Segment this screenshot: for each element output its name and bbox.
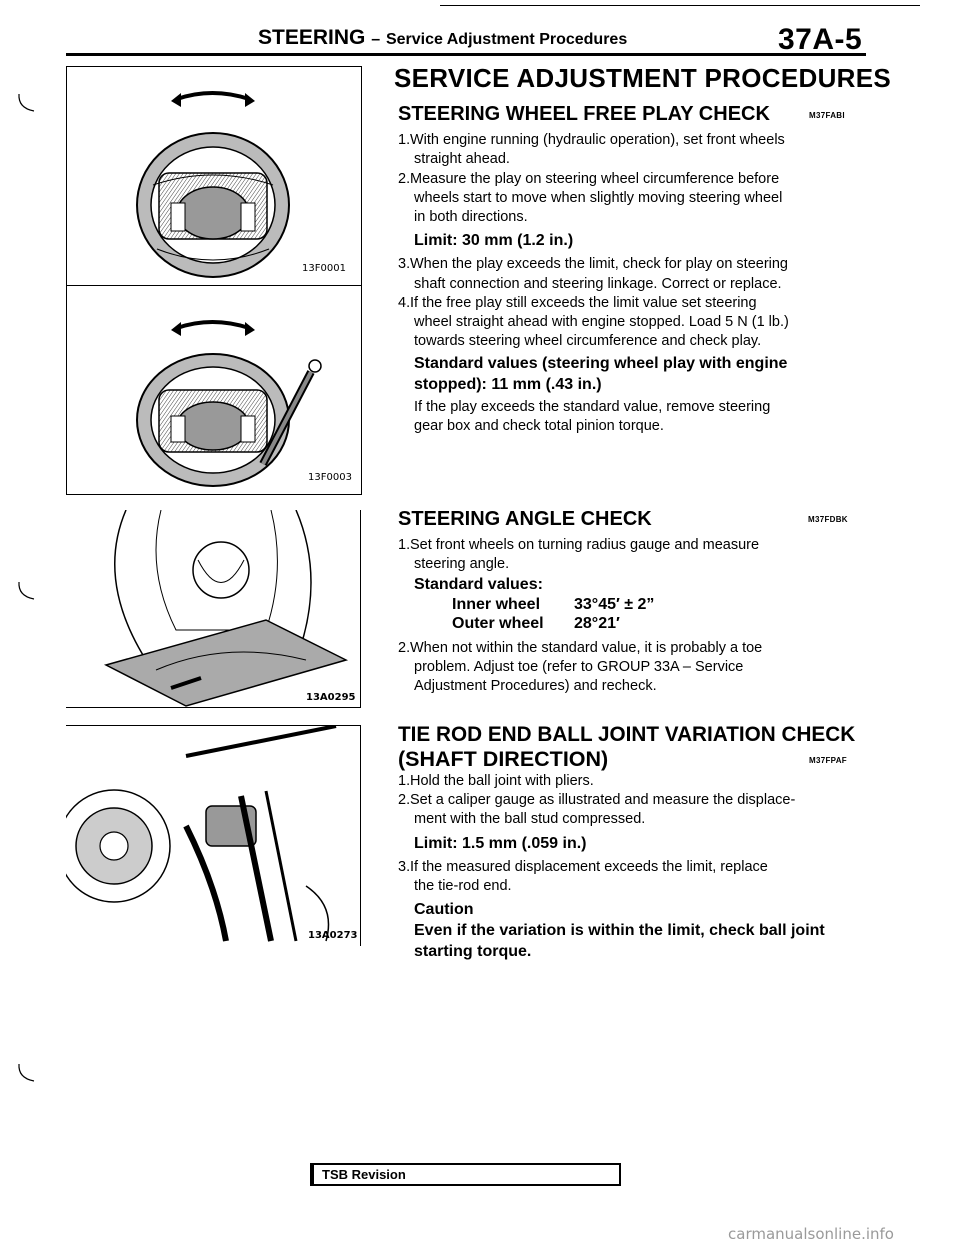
step-line: When the play exceeds the limit, check f…: [410, 256, 788, 272]
figure-steering-wheel: 13F0001: [66, 66, 362, 287]
section-code: M37FPAF: [809, 756, 847, 765]
margin-mark-icon: [18, 581, 35, 600]
watermark: carmanualsonline.info: [728, 1225, 894, 1243]
table-row-value: 33°45′ ± 2”: [574, 596, 655, 613]
figure-code: 13A0273: [308, 930, 358, 941]
section-code: M37FDBK: [808, 515, 848, 524]
step-number: 1.: [398, 132, 411, 148]
step-line: When not within the standard value, it i…: [410, 640, 763, 656]
limit-value: Limit: 1.5 mm (.059 in.): [414, 835, 587, 852]
note-text: If the play exceeds the standard value, …: [414, 399, 771, 415]
section-title-free-play: STEERING WHEEL FREE PLAY CHECK: [398, 103, 770, 125]
caution-text: Even if the variation is within the limi…: [414, 922, 825, 939]
header-top-rule: [440, 5, 920, 6]
step-text: 1.With engine running (hydraulic operati…: [398, 131, 855, 151]
step-text: the tie-rod end.: [414, 878, 512, 894]
margin-mark-icon: [18, 1063, 35, 1082]
standard-values-label: Standard values:: [414, 576, 543, 593]
section-code: M37FABI: [809, 111, 845, 120]
step-text: 3.If the measured displacement exceeds t…: [398, 858, 855, 878]
table-row-label: Outer wheel: [452, 615, 544, 632]
figure-code: 13F0003: [308, 472, 352, 483]
step-text: 2.Set a caliper gauge as illustrated and…: [398, 791, 855, 811]
step-line: Measure the play on steering wheel circu…: [410, 171, 780, 187]
note-text: gear box and check total pinion torque.: [414, 418, 664, 434]
section-title-steering-angle: STEERING ANGLE CHECK: [398, 508, 652, 530]
section-title-tie-rod: TIE ROD END BALL JOINT VARIATION CHECK: [398, 722, 856, 746]
step-text: 2.Measure the play on steering wheel cir…: [398, 170, 855, 190]
caution-text: starting torque.: [414, 943, 532, 960]
step-number: 3.: [398, 859, 411, 875]
step-number: 2.: [398, 792, 411, 808]
step-number: 1.: [398, 773, 411, 789]
caution-label: Caution: [414, 901, 474, 918]
header-dash: –: [371, 31, 381, 48]
standard-value: Standard values (steering wheel play wit…: [414, 355, 788, 372]
step-text: steering angle.: [414, 556, 510, 572]
page-number: 37A-5: [778, 23, 863, 56]
page-title: SERVICE ADJUSTMENT PROCEDURES: [394, 63, 891, 93]
step-text: wheels start to move when slightly movin…: [414, 190, 783, 206]
tsb-revision-box: TSB Revision: [310, 1163, 621, 1186]
page-header: STEERING – Service Adjustment Procedures…: [0, 23, 960, 56]
header-rule: [66, 53, 866, 56]
step-line: Hold the ball joint with pliers.: [410, 773, 594, 789]
header-subsection: Service Adjustment Procedures: [385, 31, 628, 48]
step-text: wheel straight ahead with engine stopped…: [414, 314, 789, 330]
step-text: ment with the ball stud compressed.: [414, 811, 646, 827]
limit-value: Limit: 30 mm (1.2 in.): [414, 232, 574, 249]
figure-caliper-gauge: 13A0273: [66, 725, 361, 946]
step-text: towards steering wheel circumference and…: [414, 333, 762, 349]
figure-code: 13F0001: [302, 263, 346, 274]
header-title: STEERING – Service Adjustment Procedures: [258, 26, 627, 50]
figure-steering-wheel-scale: 13F0003: [66, 285, 362, 495]
step-number: 4.: [398, 295, 411, 311]
spring-scale-icon: [136, 320, 322, 487]
step-number: 3.: [398, 256, 411, 272]
step-line: Set front wheels on turning radius gauge…: [410, 537, 760, 553]
table-row-label: Inner wheel: [452, 596, 541, 613]
table-row-value: 28°21′: [574, 615, 620, 632]
step-text: shaft connection and steering linkage. C…: [414, 276, 782, 292]
step-number: 1.: [398, 537, 411, 553]
step-text: problem. Adjust toe (refer to GROUP 33A …: [414, 659, 744, 675]
steering-wheel-icon: [136, 91, 290, 278]
step-text: 2.When not within the standard value, it…: [398, 639, 855, 659]
step-text: 3.When the play exceeds the limit, check…: [398, 255, 855, 275]
step-text: 1.Set front wheels on turning radius gau…: [398, 536, 855, 556]
caliper-icon: [66, 726, 337, 942]
figure-code: 13A0295: [306, 692, 356, 703]
section-title-tie-rod-sub: (SHAFT DIRECTION): [398, 747, 609, 771]
standard-value: stopped): 11 mm (.43 in.): [414, 376, 602, 393]
step-text: 1.Hold the ball joint with pliers.: [398, 772, 855, 792]
step-text: Adjustment Procedures) and recheck.: [414, 678, 657, 694]
step-number: 2.: [398, 171, 411, 187]
step-text: straight ahead.: [414, 151, 510, 167]
step-text: 4.If the free play still exceeds the lim…: [398, 294, 855, 314]
turning-gauge-icon: [103, 510, 349, 707]
step-line: Set a caliper gauge as illustrated and m…: [410, 792, 796, 808]
margin-mark-icon: [18, 93, 35, 112]
step-number: 2.: [398, 640, 411, 656]
step-line: With engine running (hydraulic operation…: [410, 132, 785, 148]
step-text: in both directions.: [414, 209, 528, 225]
header-section: STEERING: [258, 26, 366, 49]
step-line: If the measured displacement exceeds the…: [410, 859, 768, 875]
step-line: If the free play still exceeds the limit…: [410, 295, 757, 311]
figure-turning-radius-gauge: 13A0295: [66, 510, 361, 708]
